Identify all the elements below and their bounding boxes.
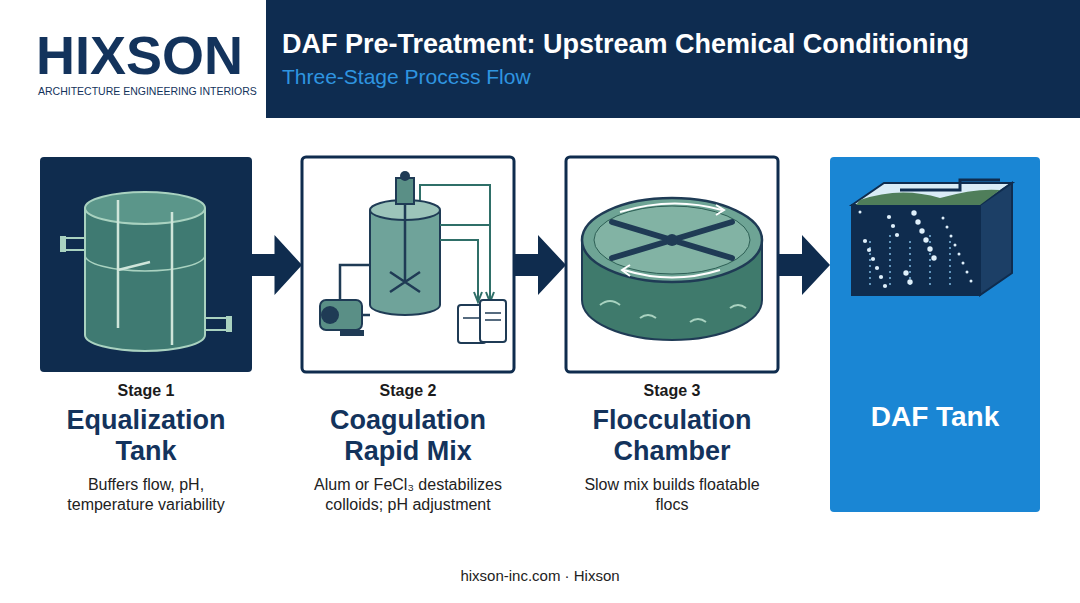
bubbles	[859, 210, 973, 288]
bubble	[919, 228, 924, 233]
floc-trail	[600, 301, 746, 322]
stage-number: Stage 3	[566, 381, 778, 401]
diagram-subtitle: Three-Stage Process Flow	[282, 64, 531, 90]
skimmer	[900, 180, 1000, 190]
outlet-flange	[226, 316, 232, 332]
footer-caption: hixson-inc.com · Hixson	[0, 567, 1080, 585]
impeller	[390, 204, 420, 292]
motor-cap	[400, 171, 410, 181]
chamber-top	[582, 198, 762, 282]
stage-panel	[566, 157, 778, 372]
mixer-motor	[396, 178, 414, 204]
swirl-arrow	[620, 203, 722, 277]
bubble	[883, 284, 887, 288]
stage-heading: Coagulation Rapid Mix	[302, 405, 514, 467]
process-stage: Stage 2 Coagulation Rapid MixAlum or FeCl…	[302, 157, 514, 515]
bubble	[871, 257, 875, 261]
logo-wordmark: HIXSON	[36, 26, 243, 84]
stage-description: Buffers flow, pH, temperature variabilit…	[40, 475, 252, 515]
bubble	[903, 270, 908, 275]
bubble	[970, 280, 973, 283]
flow-arrow	[514, 235, 566, 295]
bubble	[954, 244, 957, 247]
bubble	[895, 233, 899, 237]
rapid-mix-illustration	[302, 157, 514, 372]
process-stage: Stage 1 Equalization TankBuffers flow, pH…	[40, 157, 252, 515]
stage-number: Stage 1	[40, 381, 252, 401]
bubble	[907, 279, 912, 284]
tank-top	[85, 192, 205, 224]
stage-panel	[40, 157, 252, 372]
bubble	[859, 211, 862, 214]
daf-tank-illustration	[830, 157, 1040, 512]
diagram-title: DAF Pre-Treatment: Upstream Chemical Con…	[282, 28, 969, 60]
bubble	[875, 266, 879, 270]
bubble	[887, 215, 891, 219]
flow-arrow	[252, 235, 302, 295]
logo-tagline: ARCHITECTURE ENGINEERING INTERIORS	[38, 84, 257, 98]
inlet-pipe	[64, 238, 85, 250]
stage-description: Alum or FeCl₃ destabilizes colloids; pH …	[302, 475, 514, 515]
pump-motor	[320, 300, 362, 330]
daf-tank-box: DAF Tank	[830, 157, 1040, 512]
bubble	[915, 219, 920, 224]
bubble	[927, 246, 932, 251]
inlet-flange	[60, 236, 66, 252]
bubble	[962, 262, 965, 265]
bubble-column	[870, 235, 950, 285]
daf-panel	[830, 157, 1040, 512]
bubble	[911, 210, 916, 215]
outlet-pipe	[205, 318, 228, 330]
tank-front	[852, 205, 980, 295]
equalization-tank-illustration	[40, 157, 252, 372]
bubble	[946, 226, 949, 229]
bubble	[942, 217, 945, 220]
pump-head	[321, 306, 339, 324]
chamber-water	[594, 206, 750, 274]
bubble	[867, 248, 871, 252]
bubble	[966, 271, 969, 274]
flow-arrow	[778, 235, 830, 295]
daf-heading: DAF Tank	[830, 401, 1040, 433]
stage-panel	[302, 157, 514, 372]
swirl-head	[622, 205, 724, 276]
chemical-jug	[480, 300, 506, 342]
stage-heading: Equalization Tank	[40, 405, 252, 467]
bubble	[958, 253, 961, 256]
flocculation-illustration	[566, 157, 778, 372]
bubble	[879, 275, 883, 279]
tank-body	[85, 208, 205, 351]
paddle	[612, 222, 732, 258]
pump-pipe	[340, 265, 370, 315]
dosing-line	[420, 185, 490, 300]
stage-heading: Flocculation Chamber	[566, 405, 778, 467]
paddle-hub	[666, 234, 678, 246]
stage-description: Slow mix builds floatable flocs	[566, 475, 778, 515]
baffle	[118, 200, 172, 345]
header-panel	[266, 0, 1080, 118]
jug-label	[463, 313, 501, 320]
process-stage: Stage 3 Flocculation ChamberSlow mix buil…	[566, 157, 778, 515]
bubble	[923, 237, 928, 242]
stage-number: Stage 2	[302, 381, 514, 401]
bubble	[931, 255, 936, 260]
bubble	[950, 235, 953, 238]
pump-base	[340, 330, 364, 336]
bubble	[891, 224, 895, 228]
bubble	[863, 239, 867, 243]
sludge-float	[856, 190, 1000, 205]
